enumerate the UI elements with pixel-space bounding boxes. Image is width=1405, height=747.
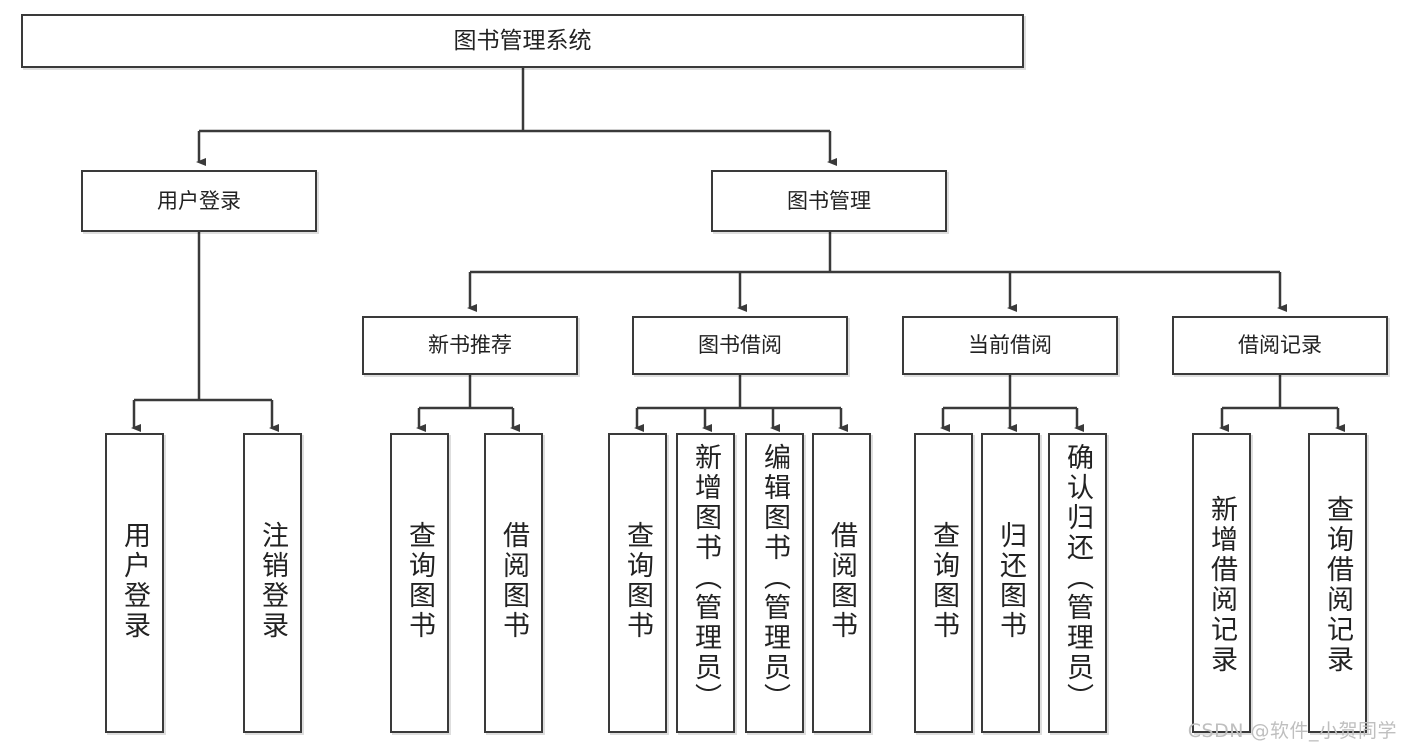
node-book-borrowing[interactable]: 图书借阅: [632, 316, 848, 375]
watermark-text: CSDN @软件_小贺同学: [1187, 720, 1397, 742]
leaf-current-borrow-query-books[interactable]: 查询图书: [914, 433, 973, 733]
leaf-label: 借阅图书: [826, 521, 857, 641]
node-user-login[interactable]: 用户登录: [81, 170, 317, 232]
leaf-label: 查询图书: [404, 521, 435, 641]
leaf-label: 新增图书（管理员）: [690, 443, 721, 713]
node-borrowing-records[interactable]: 借阅记录: [1172, 316, 1388, 375]
node-current-borrowing[interactable]: 当前借阅: [902, 316, 1118, 375]
leaf-borrow-record-add-record[interactable]: 新增借阅记录: [1192, 433, 1251, 733]
node-root-book-management-system[interactable]: 图书管理系统: [21, 14, 1024, 68]
leaf-label: 借阅图书: [498, 521, 529, 641]
leaf-book-borrow-add-book-admin[interactable]: 新增图书（管理员）: [676, 433, 735, 733]
node-book-management[interactable]: 图书管理: [711, 170, 947, 232]
leaf-book-borrow-edit-book-admin[interactable]: 编辑图书（管理员）: [745, 433, 804, 733]
leaf-borrow-record-query-record[interactable]: 查询借阅记录: [1308, 433, 1367, 733]
leaf-user-login-logout[interactable]: 注销登录: [243, 433, 302, 733]
node-label: 图书管理: [787, 188, 871, 213]
node-label: 用户登录: [157, 188, 241, 213]
node-label: 图书管理系统: [453, 27, 592, 54]
leaf-book-borrow-query-books[interactable]: 查询图书: [608, 433, 667, 733]
leaf-book-borrow-borrow-books[interactable]: 借阅图书: [812, 433, 871, 733]
leaf-label: 注销登录: [257, 521, 288, 641]
leaf-label: 查询图书: [622, 521, 653, 641]
leaf-current-borrow-confirm-return-admin[interactable]: 确认归还（管理员）: [1048, 433, 1107, 733]
node-new-book-recommendation[interactable]: 新书推荐: [362, 316, 578, 375]
node-label: 借阅记录: [1238, 333, 1322, 358]
node-label: 图书借阅: [698, 333, 782, 358]
leaf-new-book-borrow-books[interactable]: 借阅图书: [484, 433, 543, 733]
node-label: 新书推荐: [428, 333, 512, 358]
leaf-label: 新增借阅记录: [1206, 495, 1237, 675]
leaf-label: 归还图书: [995, 521, 1026, 641]
leaf-user-login-login[interactable]: 用户登录: [105, 433, 164, 733]
leaf-label: 用户登录: [119, 521, 150, 641]
leaf-label: 确认归还（管理员）: [1062, 443, 1093, 713]
leaf-label: 查询借阅记录: [1322, 495, 1353, 675]
leaf-label: 编辑图书（管理员）: [759, 443, 790, 713]
leaf-label: 查询图书: [928, 521, 959, 641]
leaf-current-borrow-return-books[interactable]: 归还图书: [981, 433, 1040, 733]
node-label: 当前借阅: [968, 333, 1052, 358]
leaf-new-book-query-books[interactable]: 查询图书: [390, 433, 449, 733]
